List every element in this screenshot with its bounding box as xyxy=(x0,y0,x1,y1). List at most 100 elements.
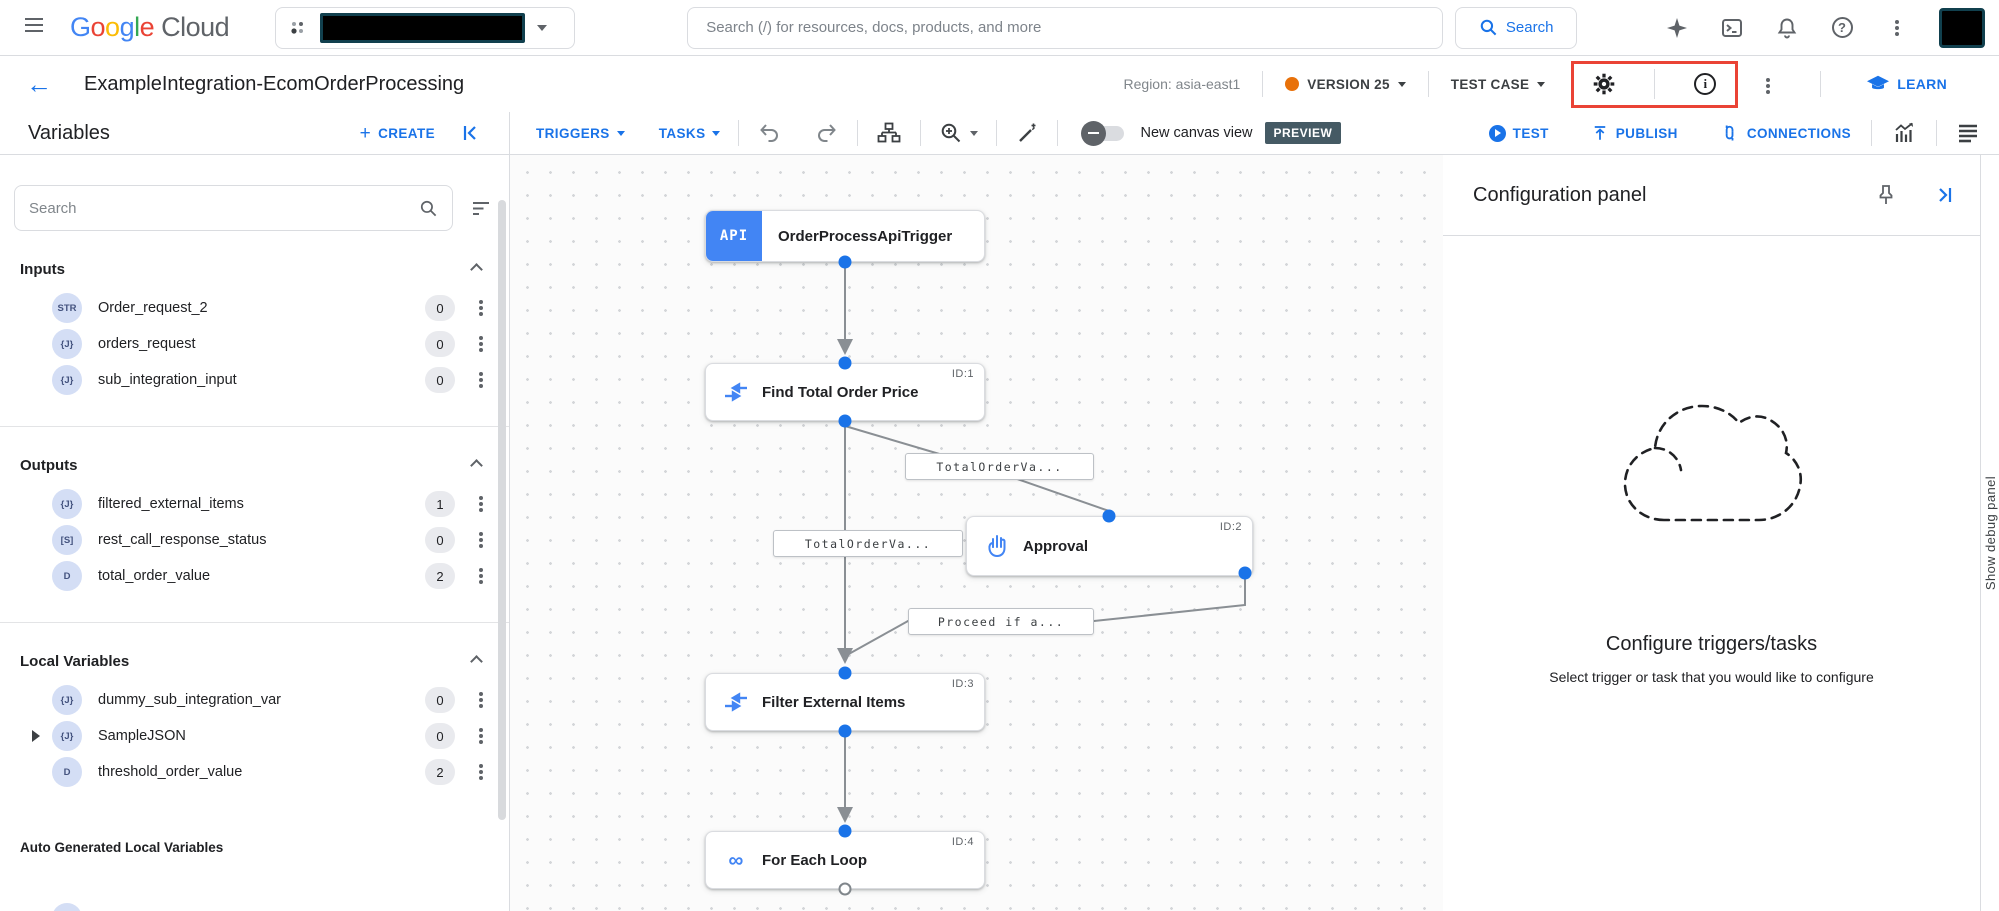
create-variable-button[interactable]: + CREATE xyxy=(360,124,435,143)
node-find-total-order-price[interactable]: ID:1 Find Total Order Price xyxy=(705,363,985,421)
connector-dot[interactable] xyxy=(838,666,852,680)
tasks-dropdown[interactable]: TASKS xyxy=(659,126,721,141)
sidebar-scrollbar[interactable] xyxy=(498,200,506,820)
connections-label: CONNECTIONS xyxy=(1746,125,1851,141)
connector-dot-hollow[interactable] xyxy=(838,882,852,896)
help-icon[interactable]: ? xyxy=(1829,15,1855,41)
section-header-inputs[interactable]: Inputs xyxy=(20,261,483,278)
divider xyxy=(1871,120,1872,146)
learn-button[interactable]: LEARN xyxy=(1867,75,1947,93)
undo-icon[interactable] xyxy=(757,121,781,145)
divider xyxy=(1427,71,1429,97)
collapse-right-icon[interactable] xyxy=(1934,185,1954,205)
triggers-dropdown[interactable]: TRIGGERS xyxy=(536,126,625,141)
test-button[interactable]: TEST xyxy=(1488,124,1549,142)
row-menu-icon[interactable] xyxy=(479,770,483,774)
notifications-bell-icon[interactable] xyxy=(1774,15,1800,41)
connector-dot[interactable] xyxy=(1238,566,1252,580)
variable-row[interactable]: [S] rest_call_response_status 0 xyxy=(0,522,509,558)
section-title: Outputs xyxy=(20,457,78,474)
pin-icon[interactable] xyxy=(1876,184,1896,206)
expand-arrow-icon[interactable] xyxy=(32,730,40,742)
section-title: Local Variables xyxy=(20,653,130,670)
section-header-local-variables[interactable]: Local Variables xyxy=(20,653,483,670)
edge-label[interactable]: Proceed if a... xyxy=(908,608,1094,635)
type-badge: D xyxy=(52,561,82,591)
logo-letter: l xyxy=(134,12,140,42)
hamburger-menu-icon[interactable] xyxy=(22,13,46,42)
logo-cloud-text: Cloud xyxy=(161,12,230,42)
node-for-each-loop[interactable]: ID:4 ∞ For Each Loop xyxy=(705,831,985,889)
cloud-shell-icon[interactable] xyxy=(1719,15,1745,41)
show-debug-panel-label: Show debug panel xyxy=(1982,475,1998,591)
more-vertical-icon[interactable] xyxy=(1766,75,1771,93)
api-trigger-icon: API xyxy=(706,211,762,261)
publish-icon xyxy=(1594,126,1606,140)
variable-row[interactable]: STR Order_request_2 0 xyxy=(0,290,509,326)
zoom-dropdown[interactable] xyxy=(939,121,979,145)
variable-row[interactable]: {J} orders_request 0 xyxy=(0,326,509,362)
collapse-panel-icon[interactable] xyxy=(461,123,481,143)
sort-variables-icon[interactable] xyxy=(471,199,491,223)
variable-row[interactable]: {J} filtered_external_items 1 xyxy=(0,486,509,522)
row-menu-icon[interactable] xyxy=(479,502,483,506)
project-selector[interactable] xyxy=(275,6,576,49)
global-search-input[interactable] xyxy=(687,6,1444,49)
variable-row[interactable]: D total_order_value 2 xyxy=(0,558,509,594)
node-filter-external-items[interactable]: ID:3 Filter External Items xyxy=(705,673,985,731)
connector-dot[interactable] xyxy=(838,824,852,838)
test-case-dropdown[interactable]: TEST CASE xyxy=(1451,77,1546,92)
variable-name: dummy_sub_integration_var xyxy=(98,692,281,708)
graduation-cap-icon xyxy=(1867,75,1890,90)
show-debug-panel-strip[interactable]: Show debug panel xyxy=(1980,155,1999,911)
metrics-icon[interactable] xyxy=(1892,121,1916,145)
section-header-outputs[interactable]: Outputs xyxy=(20,457,483,474)
gemini-sparkle-icon[interactable] xyxy=(1664,15,1690,41)
row-menu-icon[interactable] xyxy=(479,342,483,346)
variables-panel-header: Variables + CREATE xyxy=(0,112,510,154)
row-menu-icon[interactable] xyxy=(479,538,483,542)
global-search-button[interactable]: Search xyxy=(1455,6,1578,49)
variable-row[interactable]: {J} sub_integration_input 0 xyxy=(0,362,509,398)
version-status-dot xyxy=(1285,77,1300,91)
new-canvas-toggle[interactable] xyxy=(1081,120,1125,146)
type-badge: {J} xyxy=(52,721,82,751)
node-order-process-api-trigger[interactable]: API OrderProcessApiTrigger xyxy=(705,210,985,262)
row-menu-icon[interactable] xyxy=(479,378,483,382)
auto-layout-icon[interactable] xyxy=(876,121,902,145)
edge-label[interactable]: TotalOrderVa... xyxy=(905,453,1094,480)
row-menu-icon[interactable] xyxy=(479,698,483,702)
edit-wand-icon[interactable] xyxy=(1015,121,1039,145)
info-icon[interactable]: i xyxy=(1677,73,1733,95)
variables-search-input[interactable] xyxy=(29,199,419,217)
type-badge: {J} xyxy=(52,329,82,359)
settings-gear-icon[interactable] xyxy=(1576,71,1632,97)
row-menu-icon[interactable] xyxy=(479,574,483,578)
node-approval[interactable]: ID:2 Approval xyxy=(966,516,1253,576)
variable-row[interactable]: {J} SampleJSON 0 xyxy=(0,718,509,754)
connections-button[interactable]: CONNECTIONS xyxy=(1720,123,1851,143)
redo-icon[interactable] xyxy=(815,121,839,145)
publish-button[interactable]: PUBLISH xyxy=(1591,124,1678,142)
variable-row[interactable]: {J} dummy_sub_integration_var 0 xyxy=(0,682,509,718)
variable-row[interactable]: D threshold_order_value 2 xyxy=(0,754,509,790)
version-dropdown[interactable]: VERSION 25 xyxy=(1285,77,1406,92)
connector-dot[interactable] xyxy=(838,356,852,370)
row-menu-icon[interactable] xyxy=(479,306,483,310)
more-vertical-icon[interactable] xyxy=(1884,15,1910,41)
logo-letter: o xyxy=(90,12,106,42)
row-menu-icon[interactable] xyxy=(479,734,483,738)
integration-canvas[interactable]: TotalOrderVa... TotalOrderVa... Proceed … xyxy=(510,155,1443,911)
connector-dot[interactable] xyxy=(838,414,852,428)
connector-dot[interactable] xyxy=(838,724,852,738)
node-id-label: ID:1 xyxy=(951,368,974,380)
publish-label: PUBLISH xyxy=(1615,125,1678,141)
connector-dot[interactable] xyxy=(838,255,852,269)
connector-dot[interactable] xyxy=(1102,509,1116,523)
logs-icon[interactable] xyxy=(1957,123,1979,143)
version-label: VERSION 25 xyxy=(1307,76,1390,92)
back-arrow-icon[interactable]: ← xyxy=(26,69,52,99)
account-avatar[interactable] xyxy=(1939,7,1985,48)
edge-label[interactable]: TotalOrderVa... xyxy=(773,530,963,557)
